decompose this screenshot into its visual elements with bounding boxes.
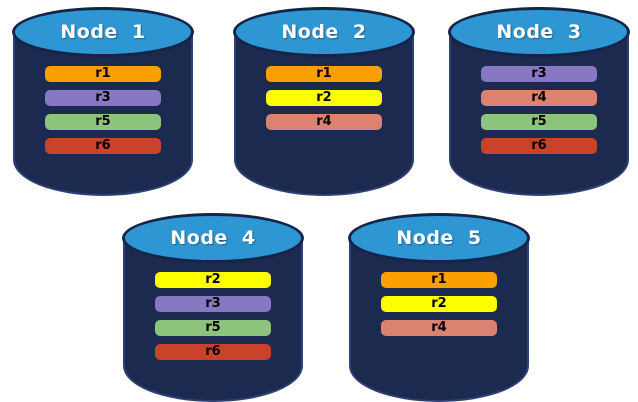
node-4-title: Node 4 bbox=[170, 227, 256, 249]
replica-r1-bar: r1 bbox=[266, 66, 382, 82]
node-2-cylinder: Node 2 r1 r2 r4 bbox=[233, 7, 415, 196]
replica-r5-bar: r5 bbox=[481, 114, 597, 130]
node-5-replica-list: r1 r2 r4 bbox=[348, 272, 530, 336]
node-1-cylinder: Node 1 r1 r3 r5 r6 bbox=[12, 7, 194, 196]
node-3-replica-list: r3 r4 r5 r6 bbox=[448, 66, 630, 154]
replica-r4-bar: r4 bbox=[266, 114, 382, 130]
replica-r2-bar: r2 bbox=[381, 296, 497, 312]
node-2-cylinder-top: Node 2 bbox=[233, 7, 415, 57]
replica-r3-bar: r3 bbox=[155, 296, 271, 312]
replica-r1-bar: r1 bbox=[381, 272, 497, 288]
replica-r6-bar: r6 bbox=[481, 138, 597, 154]
replica-r4-bar: r4 bbox=[481, 90, 597, 106]
node-2-replica-list: r1 r2 r4 bbox=[233, 66, 415, 130]
node-5-cylinder: Node 5 r1 r2 r4 bbox=[348, 213, 530, 402]
node-3-title: Node 3 bbox=[496, 21, 582, 43]
node-4-replica-list: r2 r3 r5 r6 bbox=[122, 272, 304, 360]
replica-r2-bar: r2 bbox=[155, 272, 271, 288]
replica-r5-bar: r5 bbox=[45, 114, 161, 130]
replica-r3-bar: r3 bbox=[481, 66, 597, 82]
node-3-cylinder: Node 3 r3 r4 r5 r6 bbox=[448, 7, 630, 196]
replica-r6-bar: r6 bbox=[45, 138, 161, 154]
replica-r5-bar: r5 bbox=[155, 320, 271, 336]
replica-r2-bar: r2 bbox=[266, 90, 382, 106]
node-1-cylinder-top: Node 1 bbox=[12, 7, 194, 57]
replica-r3-bar: r3 bbox=[45, 90, 161, 106]
replica-r6-bar: r6 bbox=[155, 344, 271, 360]
replica-r4-bar: r4 bbox=[381, 320, 497, 336]
node-3-cylinder-top: Node 3 bbox=[448, 7, 630, 57]
node-5-title: Node 5 bbox=[396, 227, 482, 249]
node-4-cylinder-top: Node 4 bbox=[122, 213, 304, 263]
node-1-replica-list: r1 r3 r5 r6 bbox=[12, 66, 194, 154]
node-5-cylinder-top: Node 5 bbox=[348, 213, 530, 263]
node-2-title: Node 2 bbox=[281, 21, 367, 43]
node-1-title: Node 1 bbox=[60, 21, 146, 43]
node-4-cylinder: Node 4 r2 r3 r5 r6 bbox=[122, 213, 304, 402]
replica-r1-bar: r1 bbox=[45, 66, 161, 82]
